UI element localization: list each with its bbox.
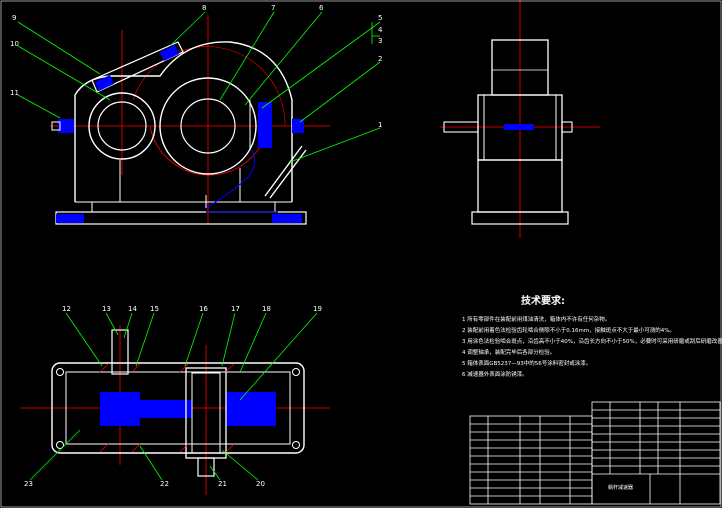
bearing-seat-right bbox=[159, 77, 257, 175]
callout-3: 3 bbox=[378, 37, 382, 45]
side-bolt bbox=[504, 124, 534, 130]
top-view bbox=[20, 325, 330, 495]
front-view bbox=[50, 15, 330, 225]
hatching bbox=[99, 363, 235, 453]
gear bbox=[226, 392, 276, 426]
callout-6: 6 bbox=[319, 4, 324, 12]
front-leaders bbox=[17, 11, 381, 163]
callout-5: 5 bbox=[378, 14, 382, 22]
callout-1: 1 bbox=[378, 121, 382, 129]
callout-9: 9 bbox=[12, 14, 16, 22]
bolt-left bbox=[58, 119, 74, 133]
side-output-stub bbox=[561, 121, 573, 133]
housing-outline bbox=[74, 41, 293, 202]
callout-7: 7 bbox=[271, 4, 275, 12]
tech-requirements: 技术要求: 1 所有零部件在装配前用煤油清洗，箱体内不许有任何杂物。 2 装配前… bbox=[462, 294, 722, 378]
output-shaft bbox=[191, 372, 221, 454]
pinion bbox=[100, 392, 140, 426]
callout-12: 12 bbox=[62, 305, 71, 313]
top-housing-inner bbox=[65, 371, 291, 445]
top-callout-labels: 12 13 14 15 16 17 18 19 20 21 22 23 bbox=[24, 305, 322, 488]
side-input-shaft bbox=[443, 121, 479, 133]
input-shaft bbox=[111, 329, 129, 375]
tech-title: 技术要求: bbox=[521, 294, 565, 307]
callout-17: 17 bbox=[231, 305, 240, 313]
callout-15: 15 bbox=[150, 305, 159, 313]
callout-21: 21 bbox=[218, 480, 227, 488]
side-base bbox=[471, 211, 569, 225]
tech-item-1: 1 所有零部件在装配前用煤油清洗，箱体内不许有任何杂物。 bbox=[462, 315, 610, 323]
base-foot-right bbox=[272, 214, 302, 223]
tech-item-4: 4 调整轴承，装配完毕后各部分检验。 bbox=[462, 348, 555, 356]
callout-2: 2 bbox=[378, 55, 382, 63]
callout-10: 10 bbox=[10, 40, 19, 48]
callout-8: 8 bbox=[202, 4, 206, 12]
callout-13: 13 bbox=[102, 305, 111, 313]
tech-item-6: 6 减速器外表面涂防锈漆。 bbox=[462, 370, 528, 378]
callout-19: 19 bbox=[313, 305, 322, 313]
bolt-mid bbox=[258, 102, 272, 148]
front-callout-labels: 9 8 7 6 5 4 3 2 1 10 11 bbox=[10, 4, 383, 129]
top-hole-br bbox=[292, 441, 300, 449]
bolt-right bbox=[292, 119, 304, 133]
housing-base bbox=[55, 211, 307, 225]
base-foot-left bbox=[56, 214, 84, 223]
shaft-link bbox=[140, 400, 192, 418]
callout-14: 14 bbox=[128, 305, 137, 313]
callout-11: 11 bbox=[10, 89, 19, 97]
bore-right bbox=[180, 98, 236, 154]
bore-left bbox=[97, 101, 147, 151]
top-hole-bl bbox=[56, 441, 64, 449]
callout-23: 23 bbox=[24, 480, 33, 488]
top-housing-outer bbox=[51, 362, 305, 454]
inspection-cover bbox=[91, 41, 184, 93]
side-view bbox=[440, 0, 600, 238]
cover-bolt-left bbox=[95, 75, 114, 91]
callout-20: 20 bbox=[256, 480, 265, 488]
break-line bbox=[204, 149, 256, 209]
title-block bbox=[469, 401, 721, 505]
output-shaft-end bbox=[197, 457, 215, 477]
oil-gauge-edge bbox=[269, 149, 307, 199]
tech-item-2: 2 装配前用着色法检验齿轮啮合侧隙不小于0.16mm，接触斑点不大于最小可测的4… bbox=[462, 326, 675, 334]
top-leaders bbox=[29, 312, 318, 481]
oil-gauge bbox=[264, 145, 303, 197]
cover-bolt-right bbox=[160, 45, 179, 61]
top-hole-tr bbox=[292, 368, 300, 376]
top-hole-tl bbox=[56, 368, 64, 376]
callout-22: 22 bbox=[160, 480, 169, 488]
pitch-arc-outer bbox=[132, 46, 286, 127]
callout-16: 16 bbox=[199, 305, 208, 313]
bearing-seat-left bbox=[88, 92, 156, 160]
drawing-name: 蜗杆减速器 bbox=[608, 484, 633, 491]
tech-item-3: 3 用涂色法检验啮合斑点，沿齿高不小于40%，沿齿长方向不小于50%，必要时可采… bbox=[462, 337, 722, 345]
callout-18: 18 bbox=[262, 305, 271, 313]
bolt-left-head bbox=[51, 121, 61, 131]
tech-item-5: 5 箱体表面GB5237—93中的56号涂料密封或涂漆。 bbox=[462, 359, 591, 367]
callout-4: 4 bbox=[378, 26, 383, 34]
